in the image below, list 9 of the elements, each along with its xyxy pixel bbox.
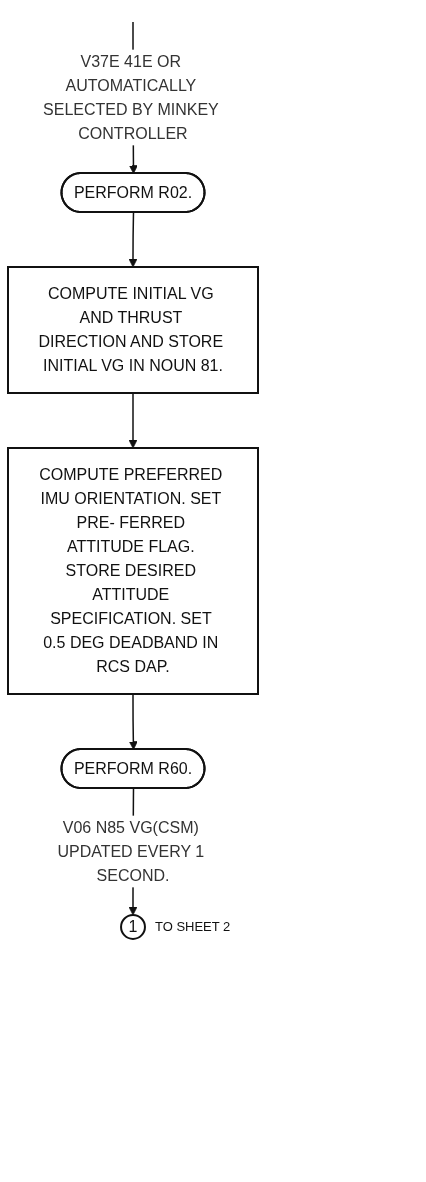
arrow [128, 693, 138, 750]
node-circle: 1 [120, 914, 146, 940]
node-box: COMPUTE INITIAL VG AND THRUST DIRECTION AND STORE INITIAL VG IN NOUN 81. [7, 266, 259, 394]
node-note: TO SHEET 2 [154, 918, 231, 934]
edge-label: V37E 41E OR AUTOMATICALLY SELECTED BY MINKEY CONTROLLER [43, 52, 219, 142]
node-box: COMPUTE PREFERRED IMU ORIENTATION. SET PRE- FERRED ATTITUDE FLAG. STORE DESIRED ATTITUDE SPECIFICATION. SET 0.5 DEG DEADBAND IN RCS DAP. [7, 447, 259, 695]
arrow [128, 392, 138, 449]
arrow [128, 211, 138, 268]
edge-label: V06 N85 VG(CSM) UPDATED EVERY 1 SECOND. [57, 818, 205, 884]
